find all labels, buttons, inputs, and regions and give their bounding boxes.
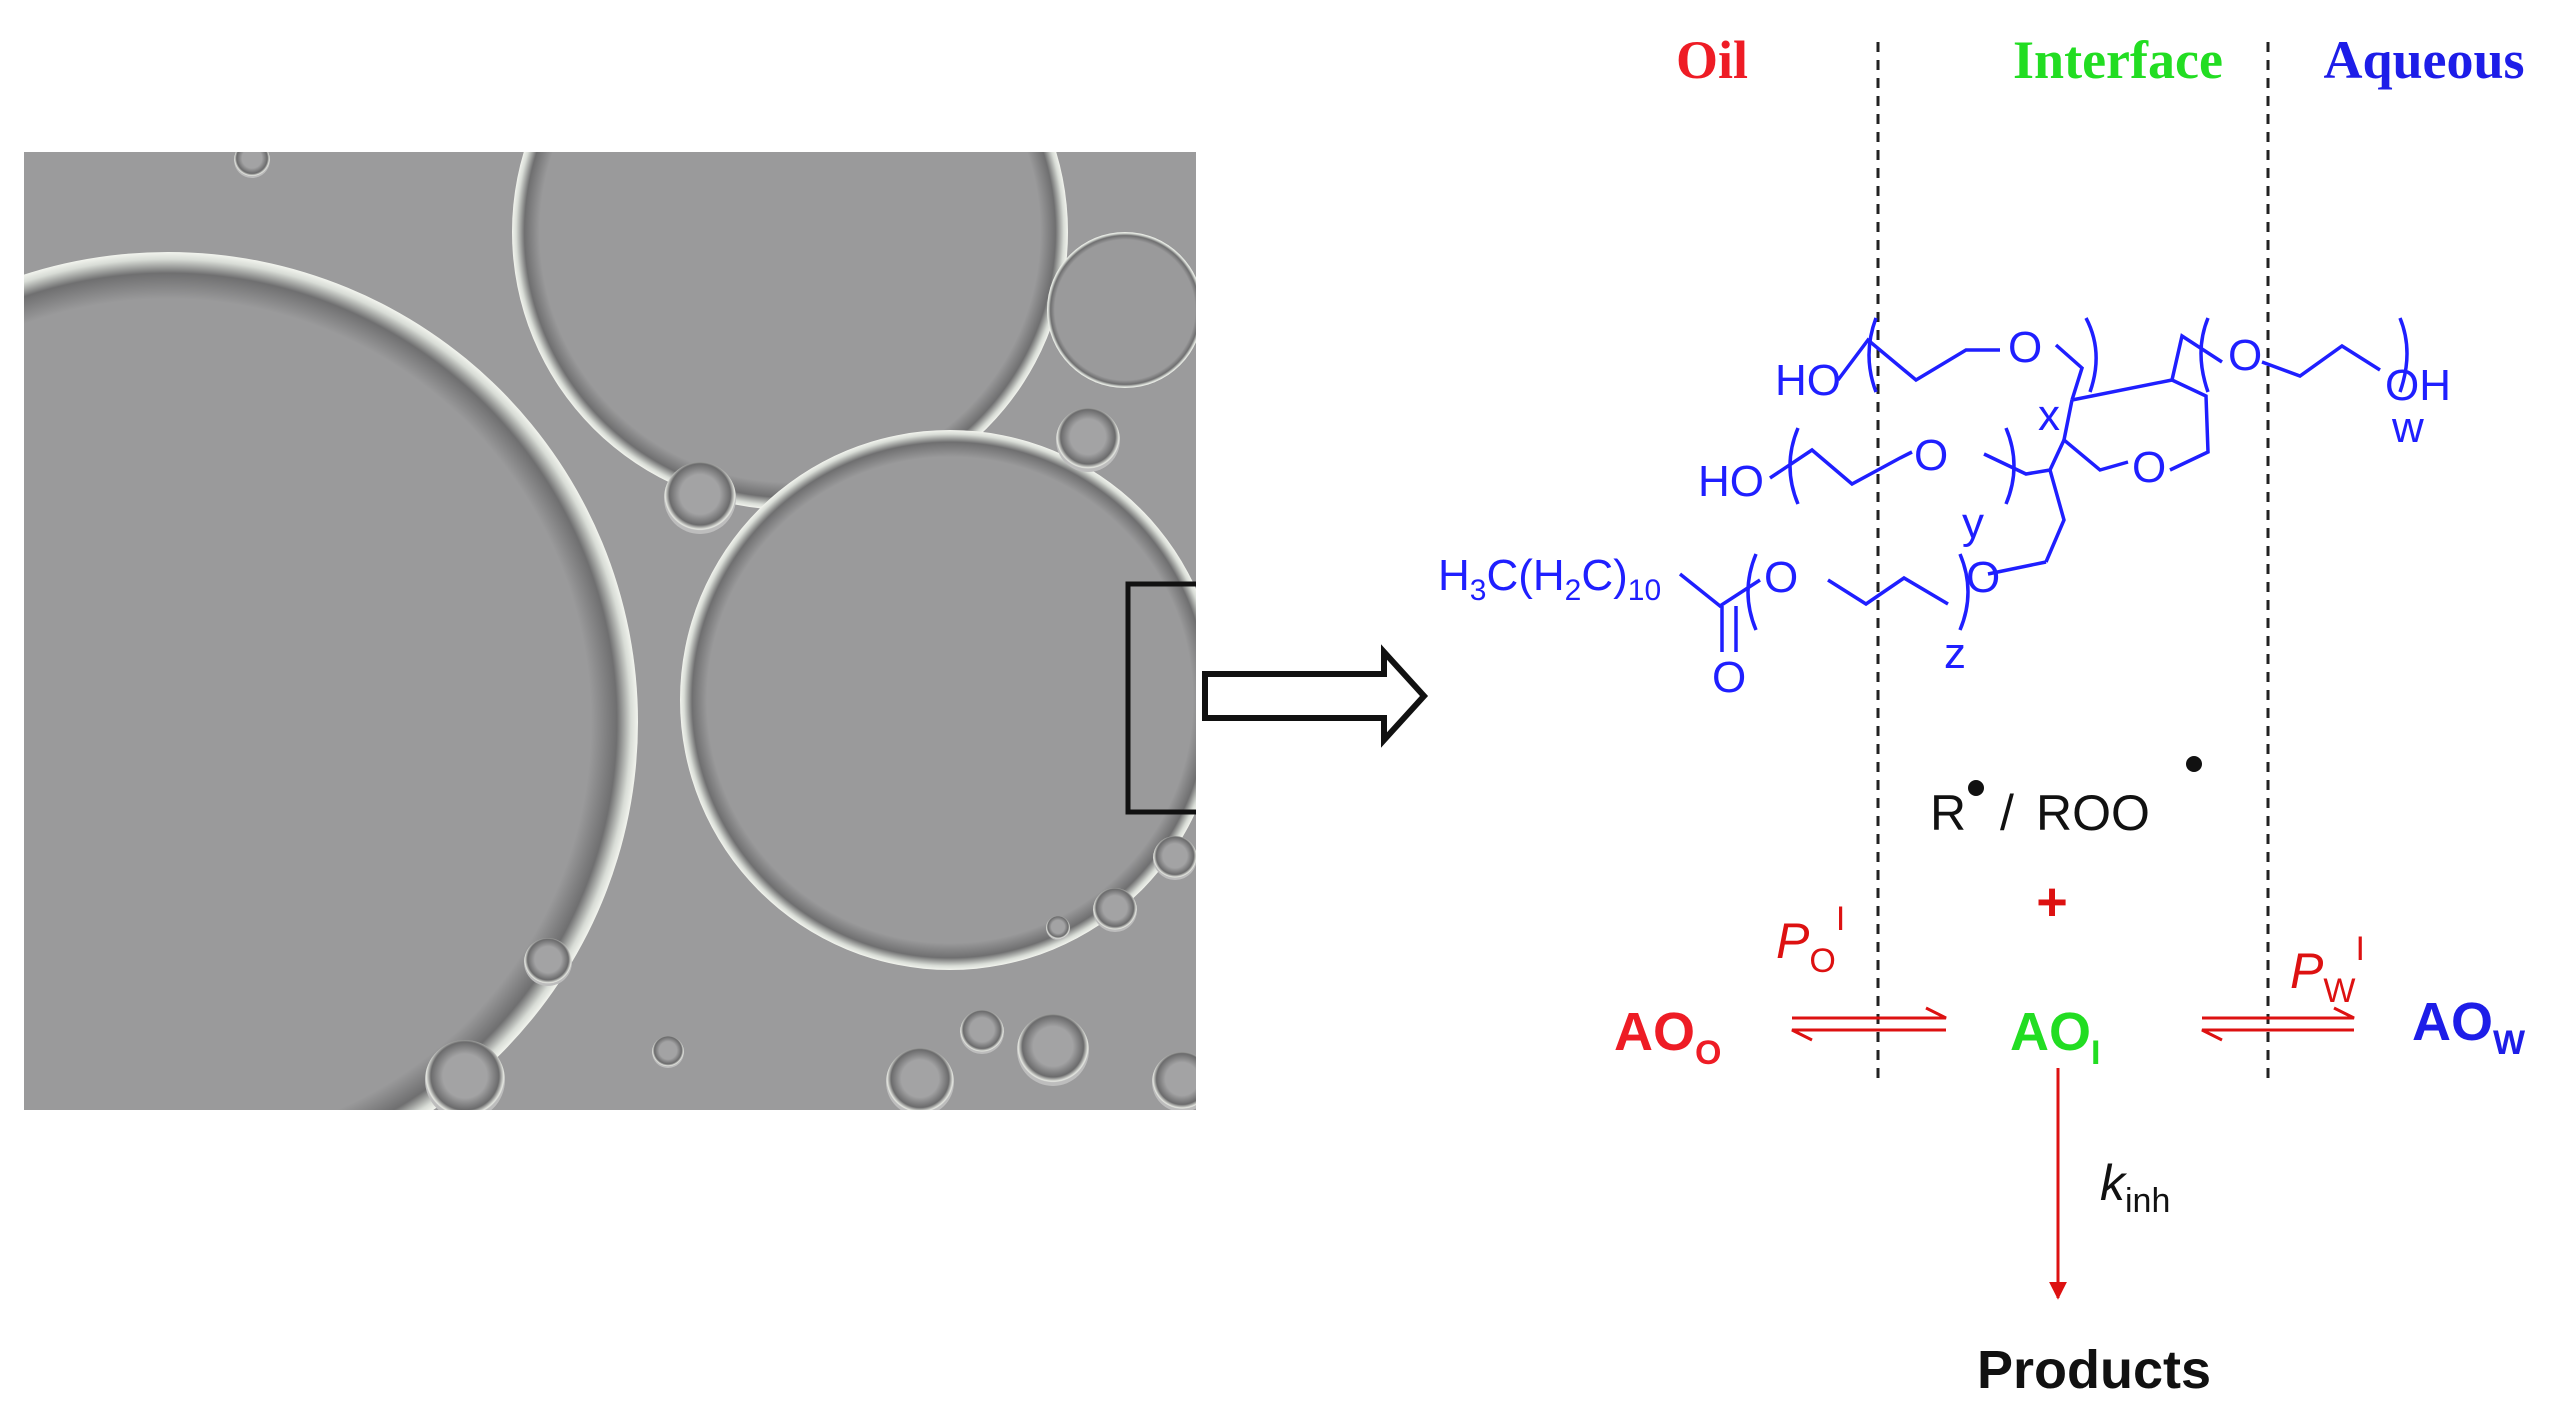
plus-sign: + [2036,872,2068,932]
hydroxyl-middle-label: HO [1698,457,1764,506]
index-y-label: y [1962,499,1984,548]
droplet-small [1017,1014,1089,1086]
zoom-box [1125,581,1196,815]
oxygen-label: O [1764,553,1798,602]
hydroxyl-right-label: OH [2385,361,2451,410]
radical-separator: / [2000,785,2014,841]
molecule-labels: HO HO OH O O O O O O O w x y z H3C(H2C)1… [1438,323,2451,702]
droplet-small [1093,888,1137,932]
droplet-small [425,1040,505,1110]
bullet-dot [1968,780,1984,796]
droplet-small [524,938,572,986]
droplet-small [234,152,270,178]
droplet-top [512,152,1068,510]
index-z-label: z [1944,629,1966,678]
hydroxyl-top-label: HO [1775,356,1841,405]
partition-coefficient-water: PWI [2290,930,2365,1010]
ao-aqueous-label: AOW [2412,992,2526,1062]
droplet-small [664,462,736,534]
droplet-small [1153,836,1196,880]
droplet-upper-right [1047,232,1196,388]
inhibition-rate-constant: kinh [2100,1155,2170,1220]
bullet-dot [2186,756,2202,772]
products-label: Products [1977,1340,2211,1400]
oxygen-label: O [1712,653,1746,702]
surfactant-molecule [1678,317,2409,652]
region-label-oil: Oil [1676,30,1748,90]
region-label-aqueous: Aqueous [2323,30,2524,90]
oxygen-label: O [2228,331,2262,380]
partition-coefficient-oil: POI [1776,900,1845,980]
radical-species: R / ROO [1930,756,2202,841]
index-x-label: x [2038,391,2060,440]
droplet-small [886,1048,954,1110]
droplet-small [1046,916,1070,940]
droplet-small [1056,408,1120,472]
region-label-interface: Interface [2013,30,2223,90]
radical-roo-label: ROO [2036,785,2150,841]
oxygen-label: O [1966,553,2000,602]
droplet-small [1152,1052,1196,1110]
equilibrium-arrows-oil [1791,1006,1947,1042]
equilibrium-arrows-water [2201,1006,2355,1042]
ao-oil-label: AOO [1614,1002,1721,1072]
radical-r-label: R [1930,785,1966,841]
droplet-right [680,430,1196,970]
ao-interface-label: AOI [2010,1002,2100,1072]
droplet-small [652,1036,684,1068]
oxygen-label: O [2008,323,2042,372]
emulsion-micrograph [24,152,1196,1110]
droplet-small [960,1010,1004,1054]
index-w-label: w [2391,403,2424,452]
droplet-large [24,252,638,1110]
oxygen-label: O [1914,431,1948,480]
oxygen-label: O [2132,443,2166,492]
alkyl-tail-label: H3C(H2C)10 [1438,551,1661,607]
hollow-right-arrow-icon [1202,644,1429,748]
